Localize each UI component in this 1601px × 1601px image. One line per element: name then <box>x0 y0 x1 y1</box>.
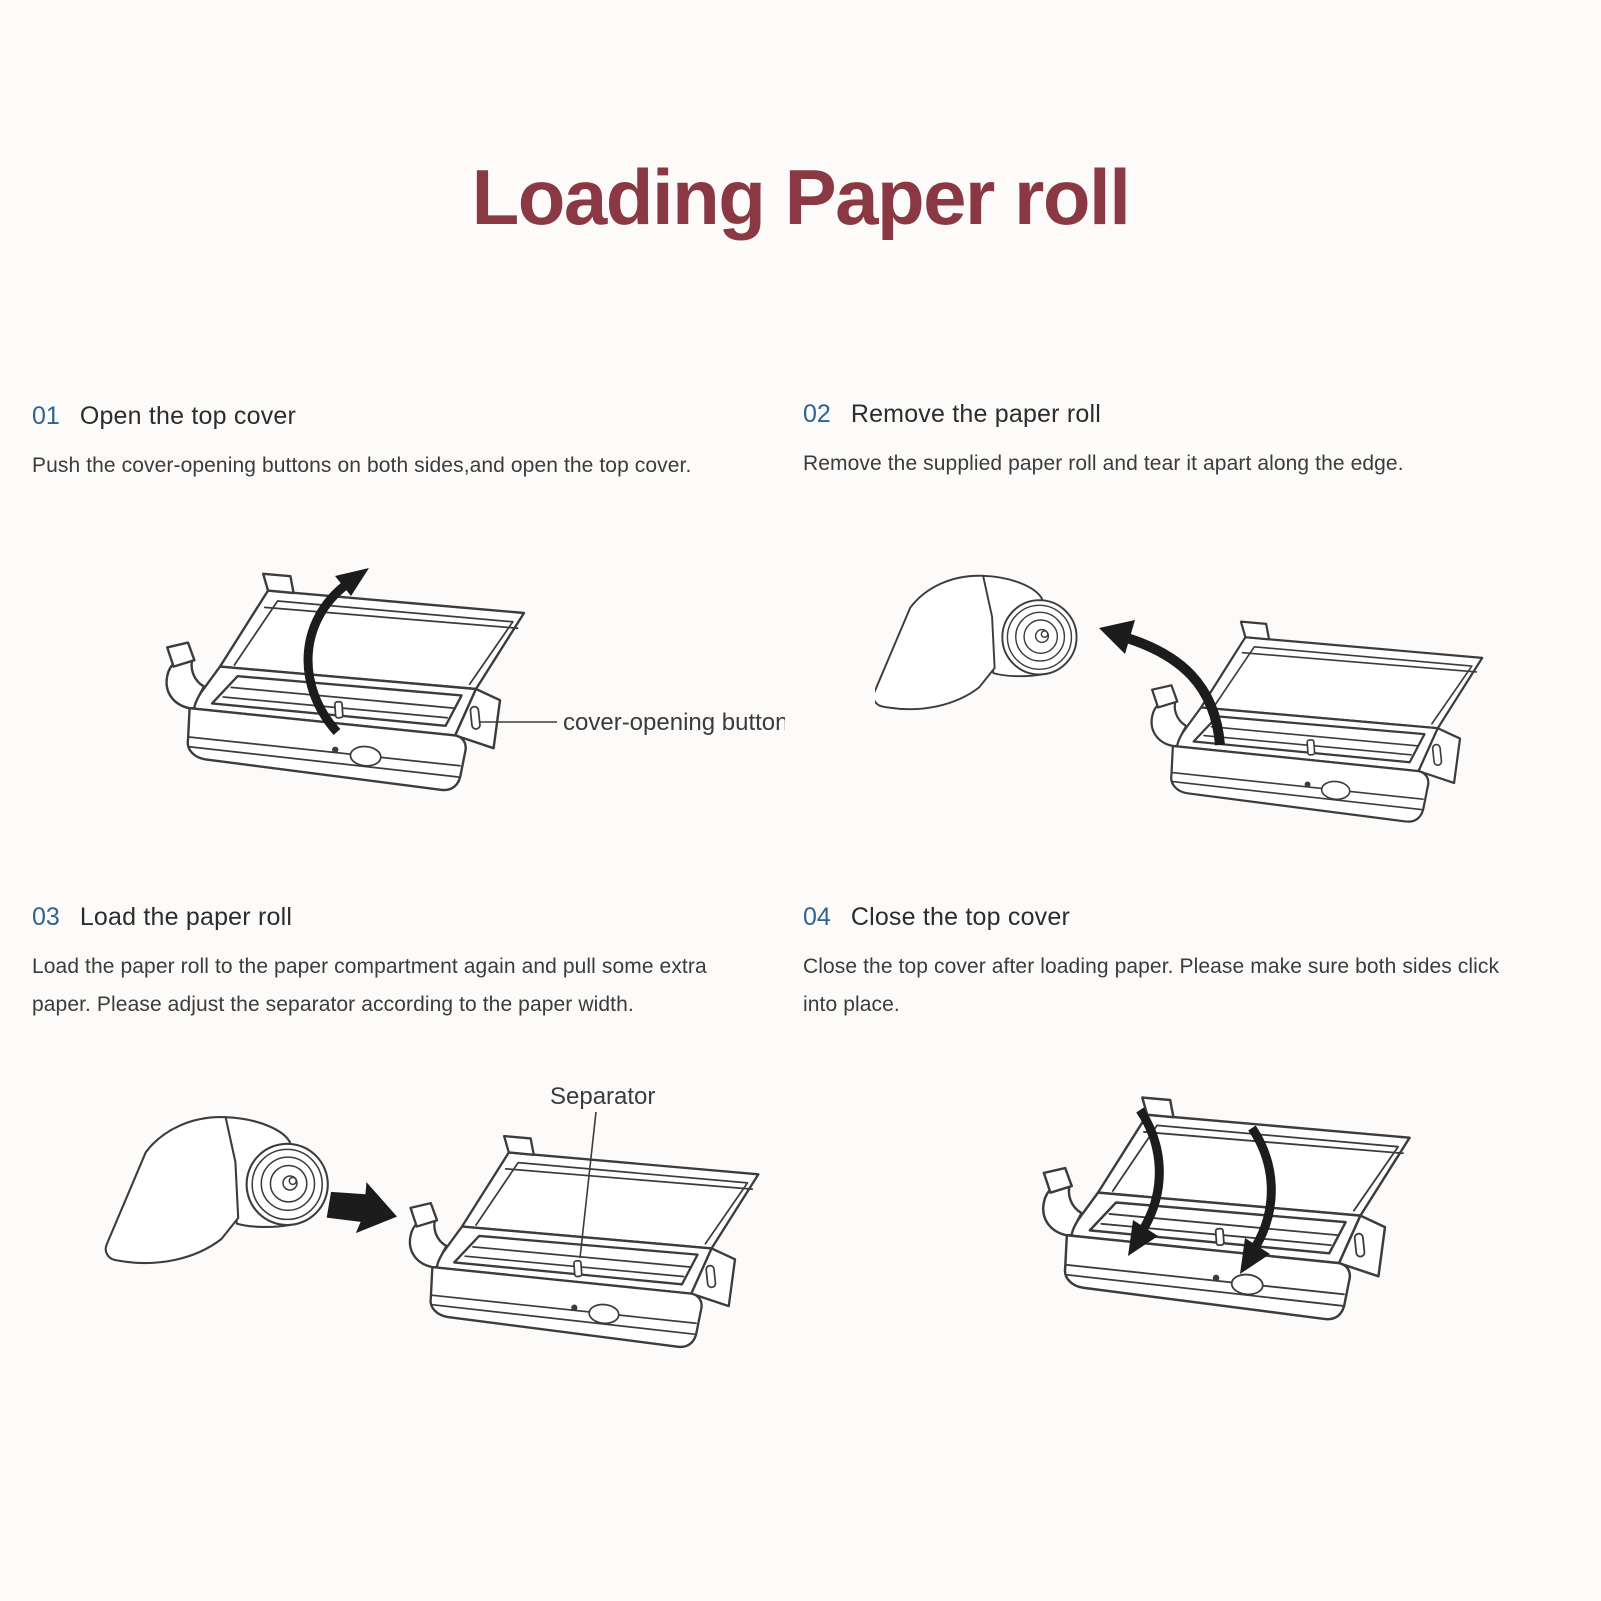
step-1-illustration: cover-opening button <box>165 568 785 792</box>
step-4-header: 04 Close the top cover <box>803 903 1593 932</box>
open-printer <box>1150 620 1484 823</box>
step-3-illustration: Separator <box>104 1083 760 1349</box>
paper-roll <box>875 574 1078 711</box>
cover-opening-button-label: cover-opening button <box>563 709 785 736</box>
step-4-body: Close the top cover after loading paper.… <box>803 955 1500 1016</box>
step-2-header: 02 Remove the paper roll <box>803 400 1593 429</box>
step-2-illustration <box>875 574 1484 823</box>
open-printer <box>1042 1096 1411 1321</box>
step-2-heading: Remove the paper roll <box>850 400 1101 428</box>
close-arrow-left-icon <box>1128 1107 1164 1256</box>
step-3-body: Load the paper roll to the paper compart… <box>32 955 707 1016</box>
step-1-heading: Open the top cover <box>79 402 297 430</box>
step-3-header: 03 Load the paper roll <box>32 903 777 932</box>
step-1-header: 01 Open the top cover <box>32 402 777 431</box>
page-title: Loading Paper roll <box>471 153 1131 241</box>
step-1-section: 01 Open the top cover Push the cover-ope… <box>32 402 777 485</box>
close-arrow-right-icon <box>1240 1125 1276 1274</box>
step-4-heading: Close the top cover <box>850 903 1071 931</box>
step-4-number: 04 <box>803 903 831 931</box>
open-printer <box>408 1134 760 1349</box>
step-4-illustration <box>1042 1096 1411 1321</box>
step-3-number: 03 <box>32 903 60 931</box>
step-2-section: 02 Remove the paper roll Remove the supp… <box>803 400 1593 483</box>
paper-roll <box>104 1116 329 1265</box>
lift-arrow-icon <box>303 568 369 735</box>
step-1-number: 01 <box>32 402 60 430</box>
step-2-body: Remove the supplied paper roll and tear … <box>803 452 1404 475</box>
remove-arrow-icon <box>1099 620 1225 746</box>
step-3-section: 03 Load the paper roll Load the paper ro… <box>32 903 777 1024</box>
step-3-heading: Load the paper roll <box>79 903 293 931</box>
insert-arrow-icon <box>326 1182 398 1234</box>
separator-label: Separator <box>550 1083 655 1110</box>
separator-callout-line <box>579 1111 597 1259</box>
step-1-body: Push the cover-opening buttons on both s… <box>32 454 692 477</box>
open-printer <box>165 572 526 792</box>
step-2-number: 02 <box>803 400 831 428</box>
step-4-section: 04 Close the top cover Close the top cov… <box>803 903 1593 1024</box>
